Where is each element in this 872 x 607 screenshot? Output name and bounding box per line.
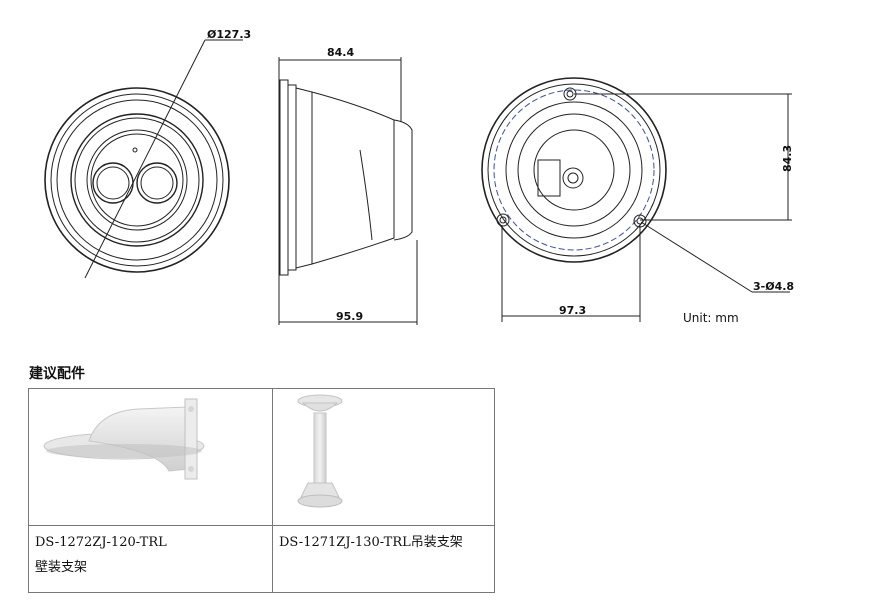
mount-view [481, 77, 792, 322]
mount-width-label: 97.3 [559, 304, 586, 317]
side-view [278, 57, 418, 325]
wall-mount-image-cell [28, 388, 273, 526]
accessories-table: DS-1272ZJ-120-TRL 壁装支架 DS-1271ZJ-130-TRL… [28, 388, 495, 593]
pendant-mount-image [297, 394, 343, 508]
front-view [44, 39, 243, 279]
accessory-model: DS-1272ZJ-120-TRL [35, 535, 167, 550]
holes-label: 3-Ø4.8 [753, 280, 794, 293]
wall-mount-image [43, 398, 205, 480]
accessory-name-cell: DS-1271ZJ-130-TRL吊装支架 [272, 525, 495, 593]
table-row: DS-1272ZJ-120-TRL 壁装支架 DS-1271ZJ-130-TRL… [28, 525, 495, 593]
front-diameter-label: Ø127.3 [207, 28, 251, 41]
accessory-name: 壁装支架 [35, 560, 88, 575]
mount-height-label: 84.3 [781, 145, 794, 172]
dimension-drawing: Ø127.3 84.4 95.9 [44, 28, 794, 325]
side-depth-label: 84.4 [327, 46, 354, 59]
accessory-name-cell: DS-1272ZJ-120-TRL 壁装支架 [28, 525, 273, 593]
pendant-mount-image-cell [272, 388, 495, 526]
table-row [28, 388, 495, 526]
accessory-model: DS-1271ZJ-130-TRL [279, 535, 411, 550]
accessories-title: 建议配件 [29, 366, 85, 382]
unit-label: Unit: mm [683, 311, 739, 325]
side-height-label: 95.9 [336, 310, 363, 323]
accessory-name: 吊装支架 [410, 535, 463, 550]
